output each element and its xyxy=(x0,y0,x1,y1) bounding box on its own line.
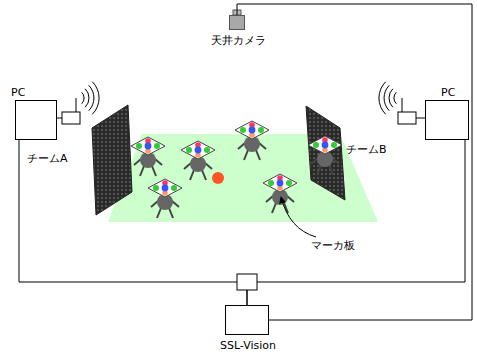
cable xyxy=(57,118,62,119)
team-label: チームB xyxy=(346,143,387,156)
antenna xyxy=(76,98,77,112)
robot xyxy=(308,136,342,175)
node-label: 天井カメラ xyxy=(211,34,266,47)
leader-line xyxy=(281,197,316,237)
radio-waves xyxy=(379,82,396,115)
robot xyxy=(181,141,215,180)
team-label: チームA xyxy=(27,152,68,165)
transmitter xyxy=(62,112,80,124)
node-label: SSL-Vision xyxy=(220,339,276,352)
robot xyxy=(263,174,297,213)
radio-waves xyxy=(82,82,99,115)
goal-right xyxy=(306,106,345,200)
node-label: PC xyxy=(11,86,25,99)
cable-line xyxy=(19,140,247,305)
pc-box: PC xyxy=(425,100,469,140)
pc-box: PC xyxy=(15,100,57,140)
network-hub xyxy=(237,274,257,290)
goal-left xyxy=(92,105,132,215)
cable-line xyxy=(237,4,472,320)
cable-line xyxy=(247,140,465,305)
transmitter xyxy=(398,112,416,124)
node-label: PC xyxy=(441,86,455,99)
cable xyxy=(416,118,425,119)
robot xyxy=(131,137,165,176)
antenna xyxy=(402,98,403,112)
callout-label: マーカ板 xyxy=(311,239,355,252)
vision-box: SSL-Vision xyxy=(225,305,269,335)
robot xyxy=(235,121,269,160)
ceiling-camera: 天井カメラ xyxy=(229,15,245,30)
robot xyxy=(148,179,182,218)
ball xyxy=(212,172,224,184)
